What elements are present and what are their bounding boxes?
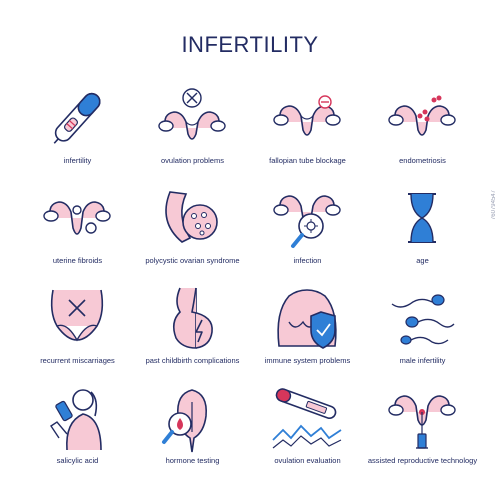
uterus-blocked-tube-icon <box>273 95 341 136</box>
icon-cell-ovulation-evaluation: ovulation evaluation <box>250 374 365 474</box>
icon-cell-infertility: infertility <box>20 74 135 174</box>
sperm-icon <box>391 294 455 345</box>
hourglass-icon <box>408 193 436 243</box>
icon-label: infertility <box>63 156 92 165</box>
icon-cell-ovulation-problems: ovulation problems <box>135 74 250 174</box>
icon-label: polycystic ovarian syndrome <box>145 256 240 265</box>
icon-label: recurrent miscarriages <box>40 356 115 365</box>
icon-label: salicylic acid <box>56 456 99 465</box>
icon-label: infection <box>293 256 322 265</box>
icon-cell-fallopian-tube-blockage: fallopian tube blockage <box>250 74 365 174</box>
icon-cell-pcos: polycystic ovarian syndrome <box>135 174 250 274</box>
icon-label: age <box>416 256 429 265</box>
woman-inhaler-icon <box>50 389 102 451</box>
uterus-magnifier-germ-icon <box>273 195 341 248</box>
icon-label: immune system problems <box>264 356 351 365</box>
icon-label: assisted reproductive technology <box>367 456 478 465</box>
uterus-cross-icon <box>158 88 226 140</box>
icon-cell-uterine-fibroids: uterine fibroids <box>20 174 135 274</box>
icon-cell-assisted-reproductive-technology: assisted reproductive technology <box>365 374 480 474</box>
icon-label: ovulation problems <box>161 156 224 165</box>
ovary-cyst-icon <box>165 191 218 243</box>
icon-cell-infection: infection <box>250 174 365 274</box>
page-title: INFERTILITY <box>181 32 319 57</box>
icon-label: past childbirth complications <box>145 356 240 365</box>
icon-cell-immune-system-problems: immune system problems <box>250 274 365 374</box>
icon-label: male infertility <box>399 356 446 365</box>
uterus-spots-icon <box>388 95 456 136</box>
stock-id-watermark: 760794547 <box>491 190 497 221</box>
icon-label: endometriosis <box>399 156 446 165</box>
icon-cell-male-infertility: male infertility <box>365 274 480 374</box>
icon-cell-endometriosis: endometriosis <box>365 74 480 174</box>
pregnant-lightning-icon <box>172 287 213 349</box>
uterus-syringe-icon <box>388 395 456 449</box>
icon-grid: infertility ovulation problems fallopian… <box>20 74 480 474</box>
thermometer-chart-icon <box>272 388 342 449</box>
icon-cell-age: age <box>365 174 480 274</box>
uterus-fibroid-icon <box>43 201 111 235</box>
pelvis-cross-icon <box>50 289 104 342</box>
icon-cell-past-childbirth-complications: past childbirth complications <box>135 274 250 374</box>
icon-label: ovulation evaluation <box>274 456 341 465</box>
icon-label: fallopian tube blockage <box>269 156 346 165</box>
icon-cell-recurrent-miscarriages: recurrent miscarriages <box>20 274 135 374</box>
icon-label: uterine fibroids <box>52 256 103 265</box>
icon-cell-salicylic-acid: salicylic acid <box>20 374 135 474</box>
pregnancy-test-icon <box>53 92 101 144</box>
thyroid-magnifier-icon <box>162 389 208 453</box>
torso-shield-icon <box>277 289 337 349</box>
icon-cell-hormone-testing: hormone testing <box>135 374 250 474</box>
icon-label: hormone testing <box>165 456 220 465</box>
